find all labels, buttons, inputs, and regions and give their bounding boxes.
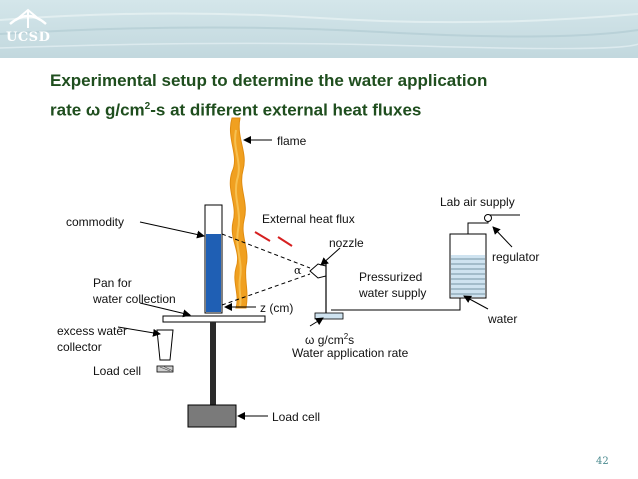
excess-water-label-line1: excess water xyxy=(57,324,128,338)
nozzle-stand-base xyxy=(314,312,344,320)
water-label: water xyxy=(488,312,518,326)
bottom-load-cell-label: Load cell xyxy=(272,410,321,424)
spray-line-upper xyxy=(221,233,311,269)
header-banner: UCSD xyxy=(0,0,638,58)
lab-air-supply-label: Lab air supply xyxy=(440,195,515,209)
pan-label-line2: water collection xyxy=(93,292,176,306)
slide-title-line2: rate ω g/cm2-s at different external hea… xyxy=(50,94,610,124)
commodity-label: commodity xyxy=(66,215,125,229)
banner-wave-decoration xyxy=(0,12,638,50)
slide-title-line1: Experimental setup to determine the wate… xyxy=(50,71,488,90)
nozzle-label: nozzle xyxy=(329,236,364,250)
flame-label: flame xyxy=(277,134,307,148)
small-load-cell-label: Load cell xyxy=(93,364,142,378)
trident-logo-icon xyxy=(9,8,47,28)
logo-text: UCSD xyxy=(6,30,51,45)
nozzle-shape xyxy=(309,263,327,279)
bottom-load-cell xyxy=(187,404,237,428)
commodity-fill xyxy=(206,234,221,312)
heat-flux-arrow-1 xyxy=(254,231,271,242)
slide-title-line2-pre: rate ω g/cm xyxy=(50,100,145,120)
heat-flux-arrow-2 xyxy=(277,236,293,247)
water-application-rate-label: Water application rate xyxy=(292,346,409,360)
regulator-label: regulator xyxy=(492,250,540,264)
pan xyxy=(162,315,266,323)
regulator-gauge xyxy=(484,214,492,222)
water-tank-fill xyxy=(451,255,485,297)
air-supply-line xyxy=(467,214,520,234)
alpha-label: α xyxy=(294,264,302,277)
pressurized-label-line1: Pressurized xyxy=(359,270,423,284)
omega-label-sup: 2 xyxy=(343,332,349,341)
slide-title-line2-post: -s at different external heat fluxes xyxy=(150,100,422,120)
external-heat-flux-label: External heat flux xyxy=(262,212,355,226)
spray-line-lower xyxy=(221,273,311,306)
pressurized-label-line2: water supply xyxy=(359,286,427,300)
z-cm-label: z (cm) xyxy=(260,301,294,315)
omega-label-post: s xyxy=(348,333,355,347)
excess-water-collector xyxy=(156,329,174,361)
water-supply-line xyxy=(331,298,461,311)
omega-label: ω g/cm2s xyxy=(305,330,354,347)
page-number: 42 xyxy=(596,456,609,467)
excess-water-label-line2: collector xyxy=(57,340,102,354)
pan-label-line1: Pan for xyxy=(93,276,132,290)
flame-inner xyxy=(234,129,242,307)
omega-label-pre: ω g/cm xyxy=(305,333,344,347)
slide-title-line2-sup: 2 xyxy=(144,101,151,112)
stand-post xyxy=(210,322,216,405)
slide-title: Experimental setup to determine the wate… xyxy=(50,68,610,124)
